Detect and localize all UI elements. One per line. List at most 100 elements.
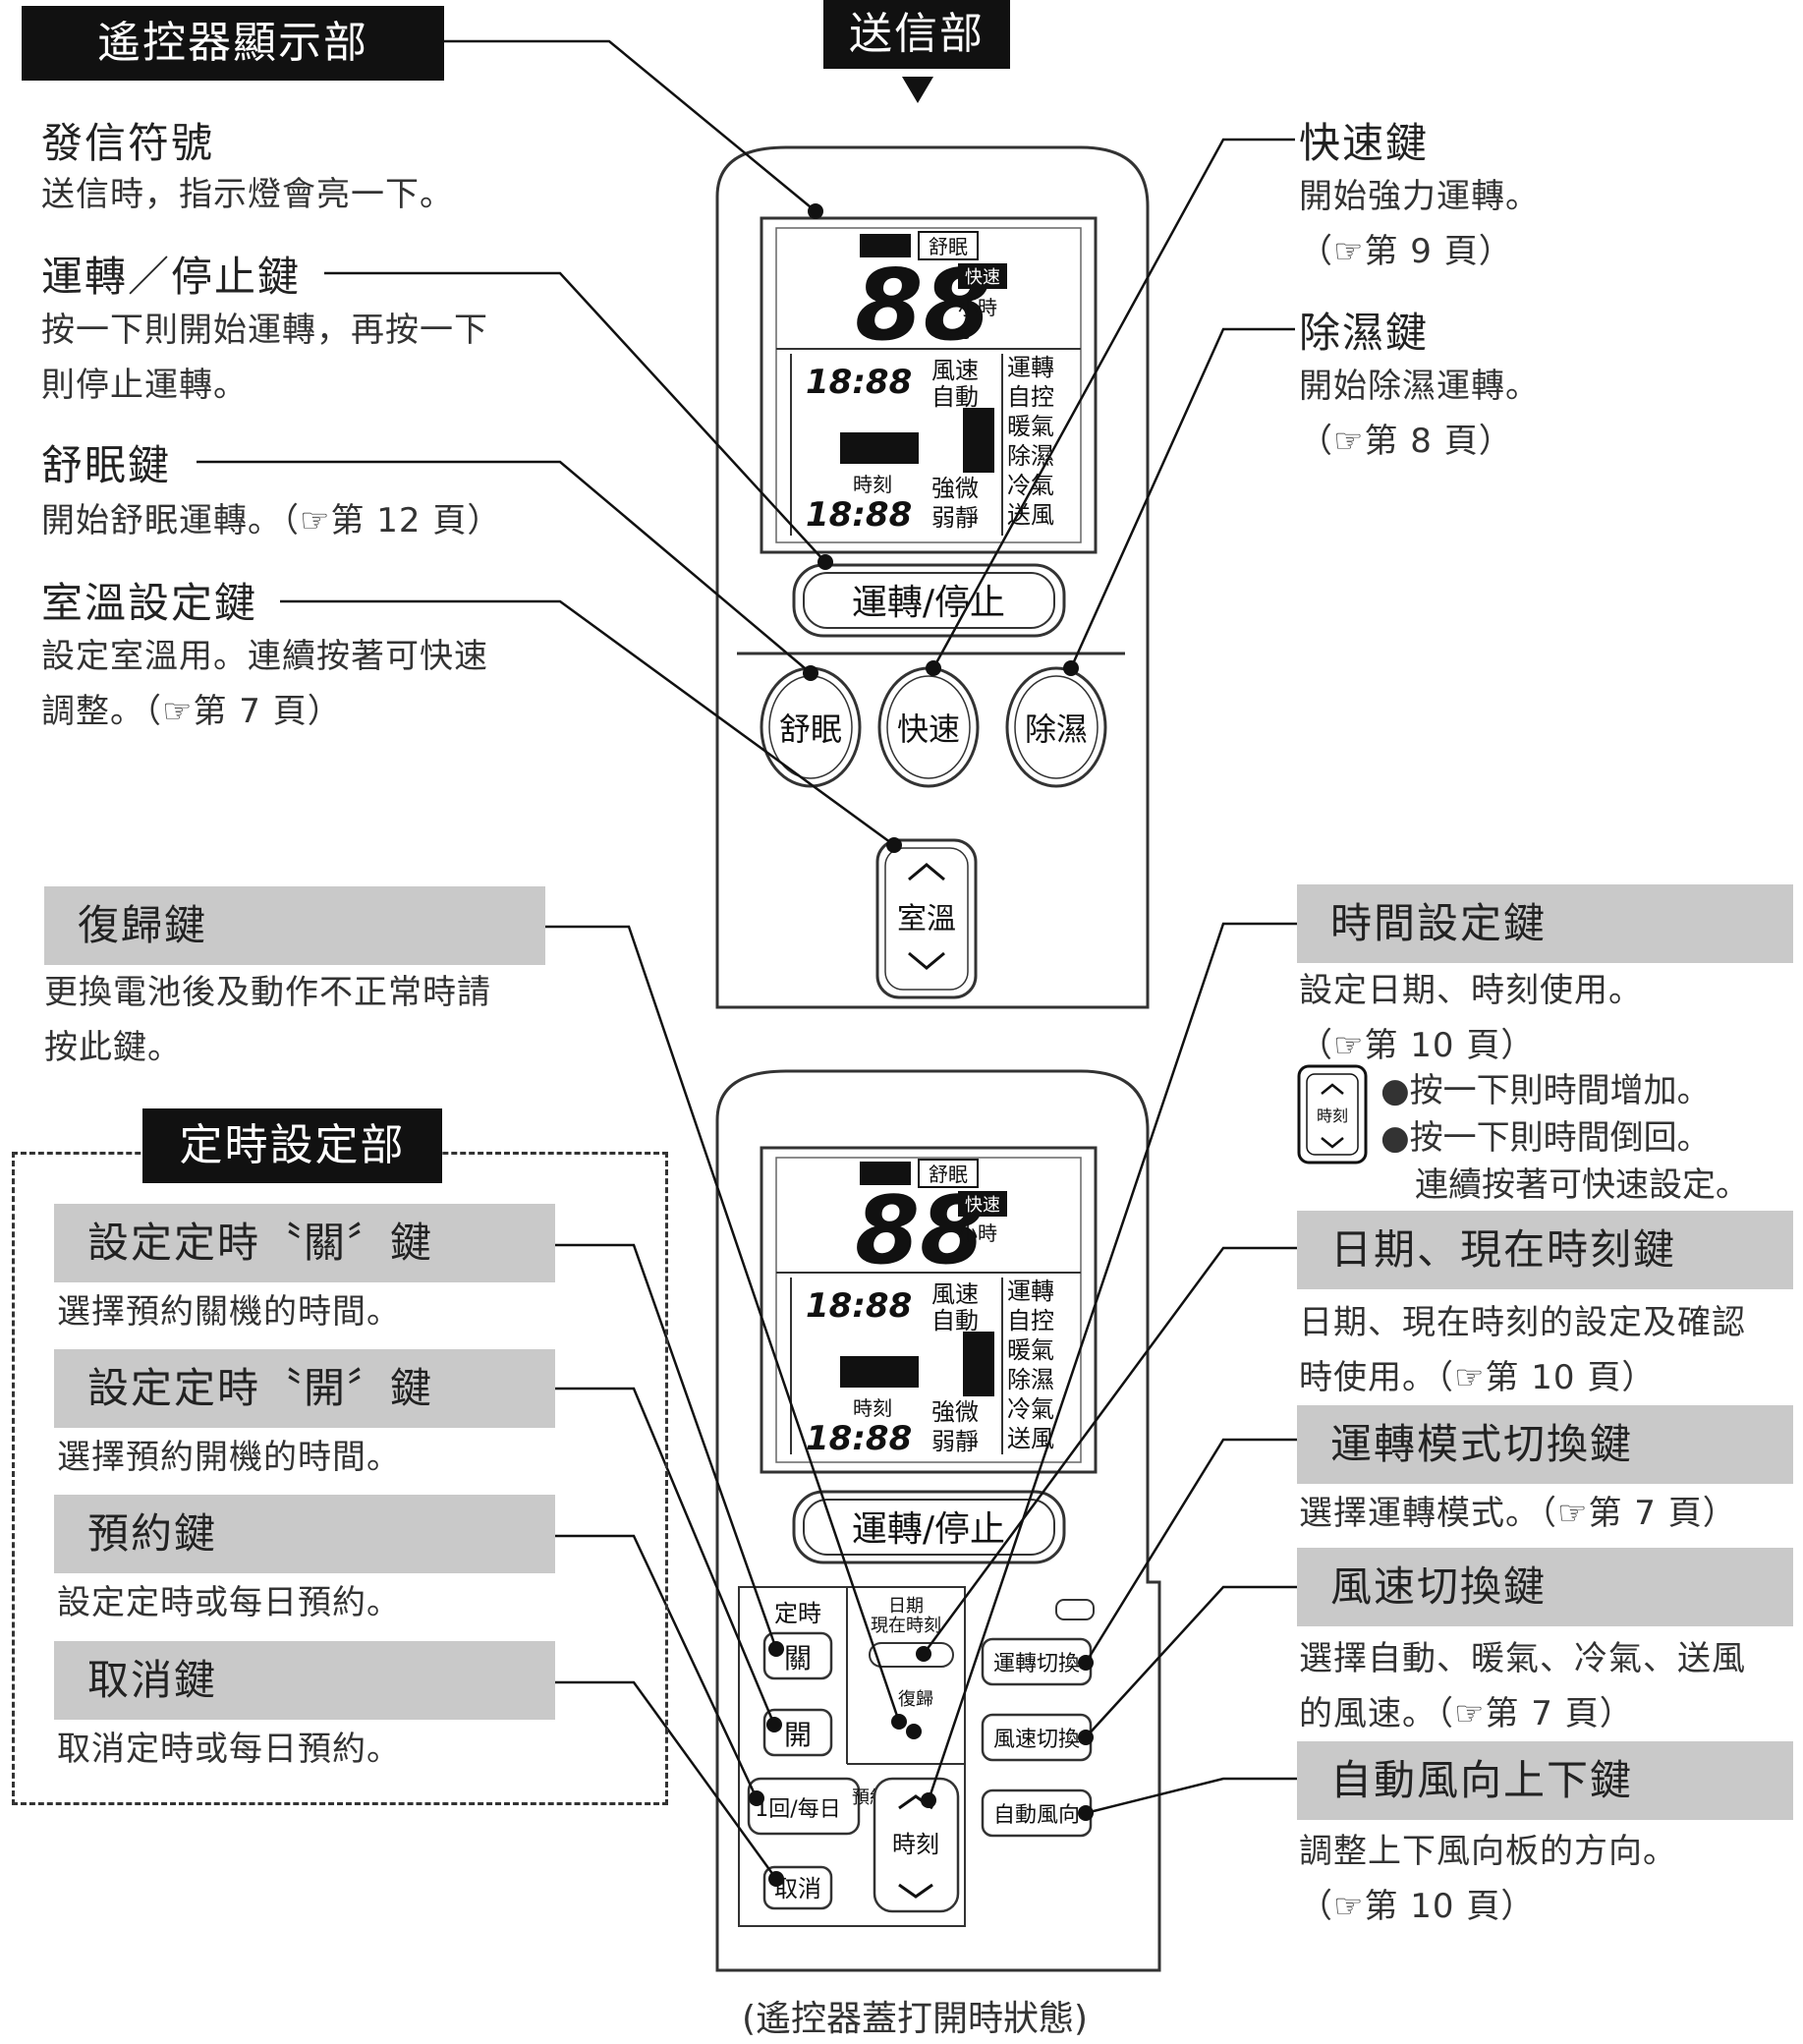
cancel-title: 取消鍵 [54, 1641, 555, 1720]
upper-remote: 舒眠 88 快速 小時 °C 18:88 18:88 風速 自動 運轉 自控 暖… [715, 145, 1150, 1009]
svg-text:風速: 風速 [931, 1280, 979, 1308]
svg-text:時刻: 時刻 [1317, 1107, 1348, 1125]
daily-button[interactable]: 1回/每日 [755, 1797, 840, 1822]
fast-button[interactable]: 快速 [897, 710, 960, 748]
fan-title: 風速切換鍵 [1297, 1548, 1793, 1626]
svg-text:舒眠: 舒眠 [929, 1163, 968, 1186]
svg-text:復歸: 復歸 [898, 1689, 933, 1710]
leader-dots [749, 203, 1094, 1887]
transmitter-arrow-icon [902, 77, 933, 103]
svg-text:除濕: 除濕 [1007, 442, 1054, 470]
sleep-button[interactable]: 舒眠 [779, 710, 842, 748]
fan-desc: 選擇自動、暖氣、冷氣、送風的風速。（☞第 7 頁） [1299, 1639, 1746, 1733]
reserve-desc: 設定定時或每日預約。 [57, 1583, 401, 1622]
reserve-title: 預約鍵 [54, 1495, 555, 1573]
sleep-title: 舒眠鍵 [41, 441, 172, 489]
leader-lines [197, 39, 1297, 1880]
svg-text:冷氣: 冷氣 [1007, 1395, 1054, 1423]
svg-text:自動: 自動 [931, 383, 979, 411]
time-key-icon: 時刻 [1297, 1064, 1368, 1164]
svg-text:除濕: 除濕 [1007, 1366, 1054, 1393]
svg-text:時刻: 時刻 [853, 473, 892, 496]
swing-desc: 調整上下風向板的方向。（☞第 10 頁） [1299, 1832, 1677, 1926]
svg-text:定時: 定時 [774, 1600, 821, 1627]
time-button[interactable]: 時刻 [892, 1831, 939, 1858]
svg-text:自控: 自控 [1007, 383, 1054, 411]
svg-text:冷氣: 冷氣 [1007, 472, 1054, 499]
date-time-desc: 日期、現在時刻的設定及確認時使用。（☞第 10 頁） [1299, 1303, 1746, 1397]
lcd-time-bottom: 18:88 [806, 495, 912, 535]
date-time-button[interactable] [869, 1642, 954, 1668]
swing-button[interactable]: 自動風向 [993, 1803, 1080, 1828]
mode-title: 運轉模式切換鍵 [1297, 1405, 1793, 1484]
lower-remote: 舒眠 88 快速 小時 18:88 18:88 風速 自動 運轉 自控 暖氣 除… [715, 1069, 1161, 1972]
svg-text:運轉: 運轉 [1007, 354, 1054, 381]
timer-on-button[interactable]: 開 [784, 1719, 812, 1751]
fast-desc: 開始強力運轉。（☞第 9 頁） [1299, 177, 1540, 271]
svg-text:18:88: 18:88 [806, 1419, 912, 1458]
svg-text:自動: 自動 [931, 1307, 979, 1334]
svg-text:弱靜: 弱靜 [931, 504, 979, 532]
display-section-header: 遙控器顯示部 [22, 6, 444, 81]
svg-text:快速: 快速 [965, 1195, 1000, 1216]
dry-desc: 開始除濕運轉。（☞第 8 頁） [1299, 367, 1540, 461]
time-set-desc: 設定日期、時刻使用。（☞第 10 頁） [1299, 971, 1643, 1065]
temp-title: 室溫設定鍵 [41, 579, 258, 627]
time-inc-note: ●按一下則時間增加。 [1380, 1071, 1711, 1110]
svg-text:日期: 日期 [888, 1596, 924, 1617]
fan-level-icon [963, 408, 994, 473]
mode-switch-button[interactable]: 運轉切換 [993, 1652, 1080, 1676]
svg-text:暖氣: 暖氣 [1007, 1336, 1054, 1364]
key-lock-icon [860, 234, 911, 257]
svg-text:弱靜: 弱靜 [931, 1428, 979, 1455]
run-stop-button-upper[interactable]: 運轉/停止 [852, 583, 1005, 623]
svg-text:運轉: 運轉 [1007, 1278, 1054, 1305]
svg-text:時刻: 時刻 [853, 1396, 892, 1420]
time-hold-note: 連續按著可快速設定。 [1415, 1165, 1749, 1205]
lcd-screen [760, 216, 1098, 554]
run-stop-button-lower[interactable]: 運轉/停止 [852, 1509, 1005, 1550]
svg-text:風速: 風速 [931, 357, 979, 384]
temp-desc: 設定室溫用。連續按著可快速調整。（☞第 7 頁） [41, 637, 488, 731]
cancel-desc: 取消定時或每日預約。 [57, 1730, 401, 1769]
reset-title: 復歸鍵 [44, 886, 545, 965]
svg-text:強微: 強微 [931, 1398, 979, 1426]
svg-text:小時: 小時 [958, 1221, 997, 1245]
timer-on-title: 設定定時〝開〞鍵 [54, 1349, 555, 1428]
lcd-fast-label: 快速 [965, 267, 1000, 288]
timer-off-button[interactable]: 關 [784, 1642, 812, 1675]
dry-button[interactable]: 除濕 [1025, 710, 1088, 748]
timer-off-desc: 選擇預約關機的時間。 [57, 1292, 401, 1332]
caption: (遙控器蓋打開時狀態) [742, 1999, 1089, 2039]
svg-text:現在時刻: 現在時刻 [871, 1616, 941, 1636]
fan-speed-button[interactable]: 風速切換 [993, 1728, 1080, 1752]
lcd-sleep-label: 舒眠 [929, 235, 968, 258]
date-time-title: 日期、現在時刻鍵 [1297, 1211, 1793, 1289]
lcd-time-top: 18:88 [806, 363, 912, 402]
sleep-desc: 開始舒眠運轉。（☞第 12 頁） [41, 501, 502, 540]
timer-section-header: 定時設定部 [142, 1108, 442, 1183]
reset-desc: 更換電池後及動作不正常時請按此鍵。 [44, 973, 491, 1067]
transmitter-header: 送信部 [823, 0, 1010, 69]
signal-desc: 送信時，指示燈會亮一下。 [41, 175, 454, 214]
swing-title: 自動風向上下鍵 [1297, 1741, 1793, 1820]
reset-button[interactable] [906, 1724, 922, 1739]
mode-desc: 選擇運轉模式。（☞第 7 頁） [1299, 1494, 1737, 1533]
svg-text:°C: °C [953, 327, 970, 343]
timer-off-title: 設定定時〝關〞鍵 [54, 1204, 555, 1282]
time-dec-note: ●按一下則時間倒回。 [1380, 1118, 1711, 1158]
run-stop-desc: 按一下則開始運轉，再按一下則停止運轉。 [41, 311, 488, 405]
timer-block-icon [840, 432, 919, 464]
run-stop-title: 運轉／停止鍵 [41, 253, 302, 301]
timer-on-desc: 選擇預約開機的時間。 [57, 1438, 401, 1477]
temp-button[interactable]: 室溫 [897, 902, 956, 937]
signal-title: 發信符號 [41, 119, 215, 167]
lcd-hour-label: 小時 [958, 296, 997, 319]
dry-title: 除濕鍵 [1299, 309, 1430, 357]
svg-text:暖氣: 暖氣 [1007, 413, 1054, 440]
svg-text:送風: 送風 [1007, 501, 1054, 529]
svg-text:18:88: 18:88 [806, 1286, 912, 1326]
time-set-title: 時間設定鍵 [1297, 884, 1793, 963]
svg-text:強微: 強微 [931, 475, 979, 502]
